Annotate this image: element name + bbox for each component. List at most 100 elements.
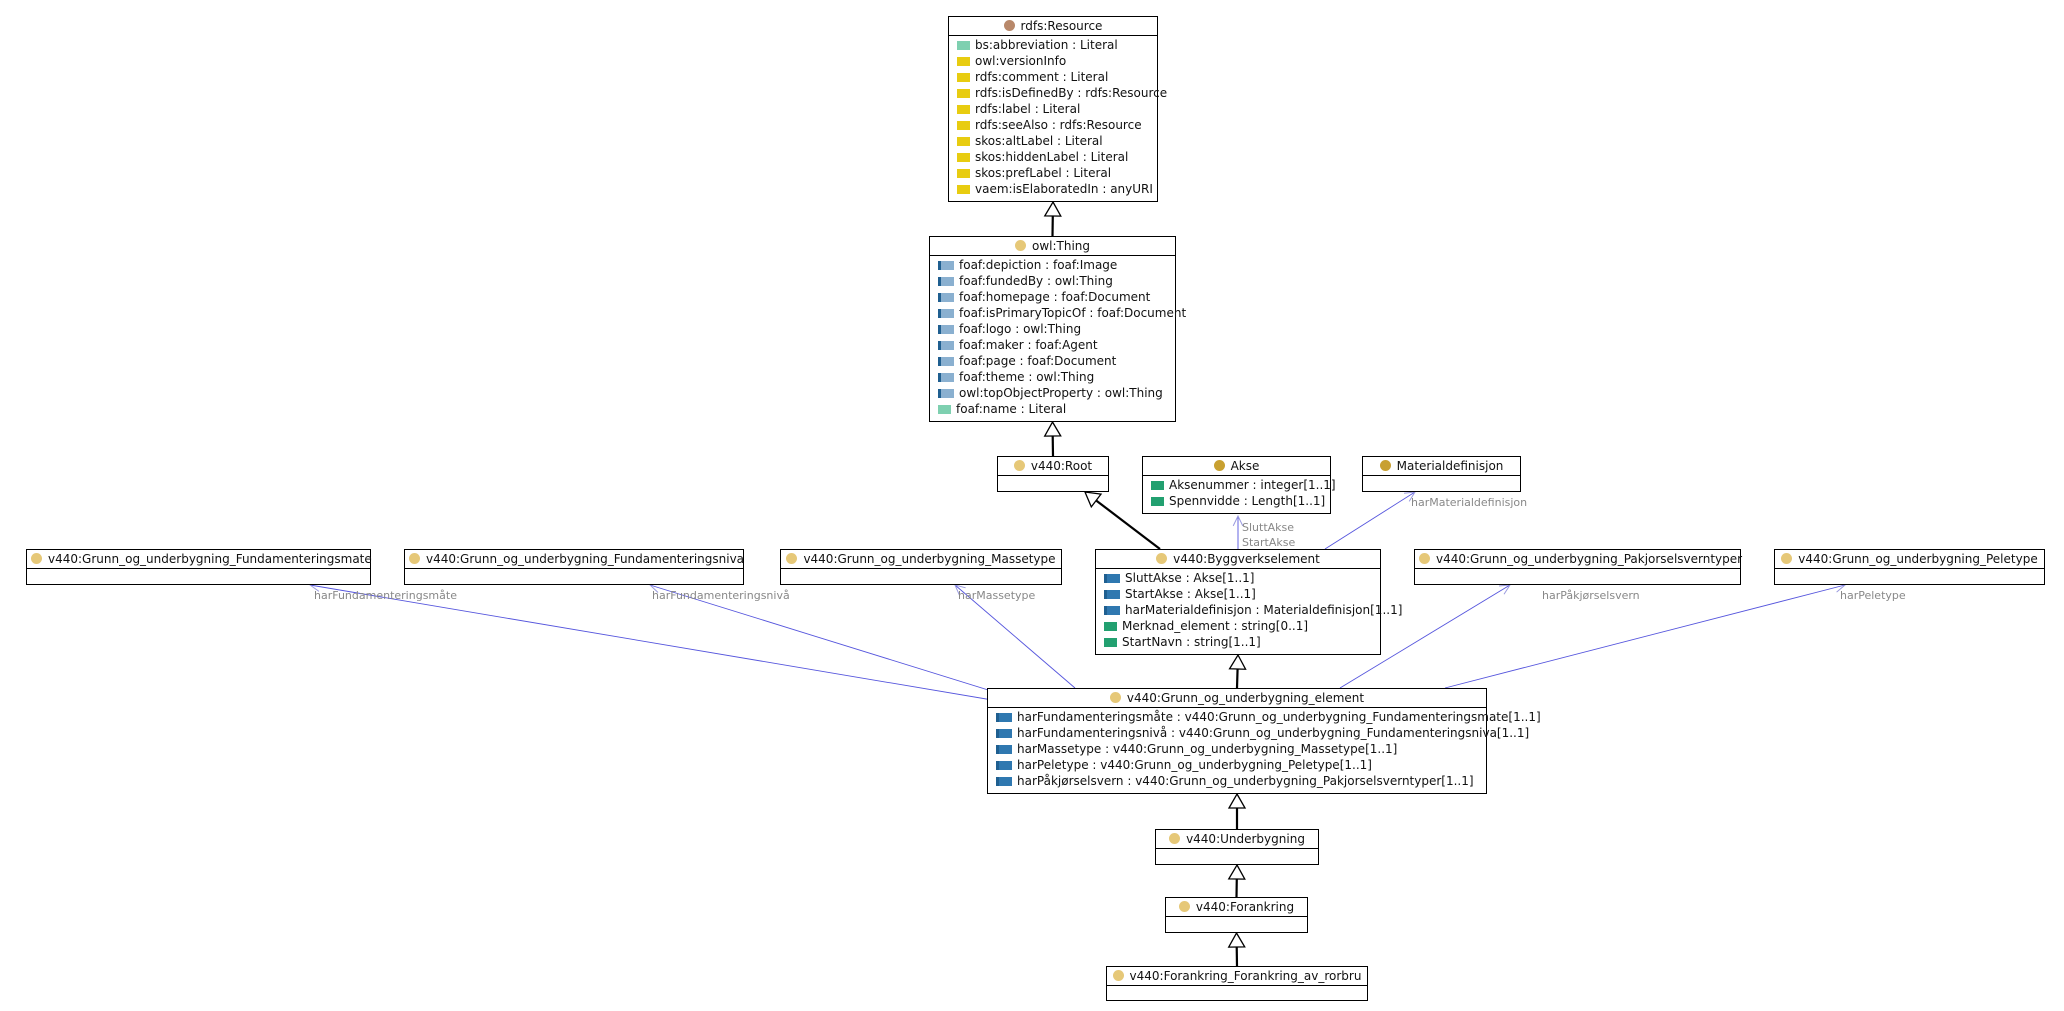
association-line (1444, 584, 1846, 689)
class-name: v440:Forankring (1195, 900, 1295, 914)
attribute-text: StartNavn : string[1..1] (1122, 635, 1261, 649)
generalization-arrowhead (1083, 491, 1103, 509)
class-header: v440:Grunn_og_underbygning_Peletype (1775, 550, 2044, 569)
attribute-row[interactable]: rdfs:isDefinedBy : rdfs:Resource (949, 85, 1167, 101)
class-icon (409, 553, 420, 564)
class-box-massetype[interactable]: v440:Grunn_og_underbygning_Massetype (780, 549, 1062, 585)
datatype-property-icon (1104, 622, 1117, 631)
attribute-row[interactable]: StartNavn : string[1..1] (1096, 634, 1380, 650)
attribute-text: foaf:name : Literal (956, 402, 1067, 416)
attribute-row[interactable]: harPeletype : v440:Grunn_og_underbygning… (988, 757, 1486, 773)
class-box-peletype[interactable]: v440:Grunn_og_underbygning_Peletype (1774, 549, 2045, 585)
object-property-icon (1104, 574, 1120, 583)
class-header: v440:Forankring_Forankring_av_rorbru (1107, 967, 1367, 986)
generalization-arrowhead (1227, 863, 1246, 880)
attribute-text: vaem:isElaboratedIn : anyURI (975, 182, 1153, 196)
object-property-icon (938, 293, 954, 302)
association-line (309, 584, 1011, 704)
class-icon (1213, 460, 1225, 471)
attribute-row[interactable]: foaf:depiction : foaf:Image (930, 257, 1175, 273)
attribute-row[interactable]: foaf:maker : foaf:Agent (930, 337, 1175, 353)
association-line (954, 584, 1076, 689)
attribute-row[interactable]: harFundamenteringsmåte : v440:Grunn_og_u… (988, 709, 1541, 725)
class-box-materialdefinisjon[interactable]: Materialdefinisjon (1362, 456, 1521, 492)
class-icon (1014, 240, 1026, 251)
attribute-row[interactable]: owl:versionInfo (949, 53, 1157, 69)
attribute-row[interactable]: vaem:isElaboratedIn : anyURI (949, 181, 1157, 197)
attribute-text: skos:altLabel : Literal (975, 134, 1103, 148)
association-label: harPåkjørselsvern (1542, 589, 1640, 602)
object-property-icon (996, 729, 1012, 738)
class-box-root[interactable]: v440:Root (997, 456, 1109, 492)
association-line (649, 584, 1031, 704)
class-icon (1781, 553, 1793, 564)
class-attributes (1363, 476, 1520, 477)
object-property-icon (996, 761, 1012, 770)
attribute-row[interactable]: skos:altLabel : Literal (949, 133, 1157, 149)
class-header: v440:Grunn_og_underbygning_element (988, 689, 1486, 708)
class-box-fundamenteringsmate[interactable]: v440:Grunn_og_underbygning_Fundamenterin… (26, 549, 372, 585)
attribute-row[interactable]: rdfs:seeAlso : rdfs:Resource (949, 117, 1157, 133)
class-name: Akse (1230, 459, 1260, 473)
association-arrowhead (954, 584, 966, 596)
class-box-fundamenteringsniva[interactable]: v440:Grunn_og_underbygning_Fundamenterin… (404, 549, 744, 585)
attribute-row[interactable]: harFundamenteringsnivå : v440:Grunn_og_u… (988, 725, 1529, 741)
class-box-underbygning[interactable]: v440:Underbygning (1155, 829, 1319, 865)
attribute-text: harFundamenteringsnivå : v440:Grunn_og_u… (1017, 726, 1530, 740)
attribute-text: Aksenummer : integer[1..1] (1169, 478, 1336, 492)
attribute-row[interactable]: Aksenummer : integer[1..1] (1143, 477, 1336, 493)
attribute-row[interactable]: harMassetype : v440:Grunn_og_underbygnin… (988, 741, 1486, 757)
class-box-forankring-rorbru[interactable]: v440:Forankring_Forankring_av_rorbru (1106, 966, 1368, 1001)
attribute-row[interactable]: Merknad_element : string[0..1] (1096, 618, 1380, 634)
attribute-row[interactable]: rdfs:comment : Literal (949, 69, 1157, 85)
attribute-row[interactable]: foaf:logo : owl:Thing (930, 321, 1175, 337)
class-name: v440:Grunn_og_underbygning_Fundamenterin… (426, 552, 745, 566)
attribute-text: rdfs:comment : Literal (975, 70, 1109, 84)
attribute-text: foaf:theme : owl:Thing (959, 370, 1095, 384)
association-label: harPeletype (1840, 589, 1906, 602)
attribute-row[interactable]: foaf:name : Literal (930, 401, 1175, 417)
attribute-row[interactable]: foaf:fundedBy : owl:Thing (930, 273, 1175, 289)
attribute-row[interactable]: harMaterialdefinisjon : Materialdefinisj… (1096, 602, 1402, 618)
class-attributes (1415, 569, 1740, 570)
association-label: harMassetype (958, 589, 1036, 602)
attribute-row[interactable]: foaf:isPrimaryTopicOf : foaf:Document (930, 305, 1186, 321)
attribute-row[interactable]: Spennvidde : Length[1..1] (1143, 493, 1330, 509)
attribute-row[interactable]: bs:abbreviation : Literal (949, 37, 1157, 53)
attribute-row[interactable]: owl:topObjectProperty : owl:Thing (930, 385, 1175, 401)
attribute-row[interactable]: skos:hiddenLabel : Literal (949, 149, 1157, 165)
attribute-row[interactable]: SluttAkse : Akse[1..1] (1096, 570, 1380, 586)
class-header: v440:Grunn_og_underbygning_Massetype (781, 550, 1061, 569)
class-header: Materialdefinisjon (1363, 457, 1520, 476)
attribute-text: rdfs:isDefinedBy : rdfs:Resource (975, 86, 1168, 100)
class-header: Akse (1143, 457, 1330, 476)
class-header: v440:Grunn_og_underbygning_Fundamenterin… (405, 550, 745, 569)
attribute-row[interactable]: harPåkjørselsvern : v440:Grunn_og_underb… (988, 773, 1486, 789)
attribute-row[interactable]: skos:prefLabel : Literal (949, 165, 1157, 181)
attribute-text: harPåkjørselsvern : v440:Grunn_og_underb… (1017, 774, 1474, 788)
attribute-row[interactable]: rdfs:label : Literal (949, 101, 1157, 117)
class-attributes (1166, 917, 1307, 918)
attribute-text: skos:prefLabel : Literal (975, 166, 1112, 180)
attribute-row[interactable]: foaf:theme : owl:Thing (930, 369, 1175, 385)
class-header: rdfs:Resource (949, 17, 1157, 36)
attribute-row[interactable]: StartAkse : Akse[1..1] (1096, 586, 1380, 602)
attribute-row[interactable]: foaf:homepage : foaf:Document (930, 289, 1175, 305)
datatype-property-icon (1151, 481, 1164, 490)
annotation-property-icon (957, 105, 970, 114)
class-box-forankring[interactable]: v440:Forankring (1165, 897, 1308, 933)
attribute-text: owl:topObjectProperty : owl:Thing (959, 386, 1163, 400)
generalization-line (1095, 499, 1161, 550)
class-box-pakjorselsverntyper[interactable]: v440:Grunn_og_underbygning_Pakjorselsver… (1414, 549, 1742, 585)
attribute-text: foaf:homepage : foaf:Document (959, 290, 1151, 304)
annotation-property-icon (957, 121, 970, 130)
attribute-row[interactable]: foaf:page : foaf:Document (930, 353, 1175, 369)
class-attributes (405, 569, 743, 570)
attribute-text: SluttAkse : Akse[1..1] (1125, 571, 1255, 585)
